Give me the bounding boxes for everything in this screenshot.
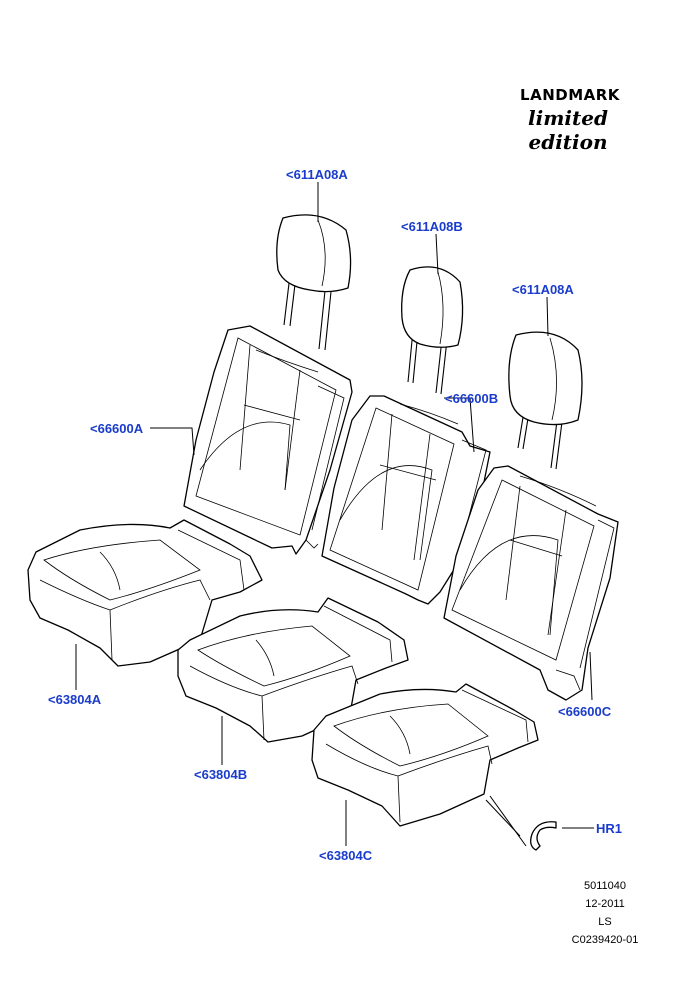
meta-code: LS <box>598 916 612 928</box>
backrest-right <box>443 465 619 701</box>
headrest-left <box>276 214 352 351</box>
hook-ring <box>530 821 557 851</box>
callout-cushion-left[interactable]: <63804A <box>48 692 102 707</box>
callout-headrest-right[interactable]: <611A08A <box>512 282 574 297</box>
callout-backrest-center[interactable]: <66600B <box>445 391 498 406</box>
cushion-left <box>27 519 263 667</box>
brand-subtitle: limited edition <box>528 106 608 154</box>
cushion-right <box>311 683 539 827</box>
brand-title: LANDMARK <box>520 86 620 104</box>
callout-headrest-center[interactable]: <611A08B <box>401 219 463 234</box>
leader-lines <box>75 182 594 847</box>
backrest-center <box>321 395 491 605</box>
callout-backrest-left[interactable]: <66600A <box>90 421 144 436</box>
callout-hook-ring[interactable]: HR1 <box>596 821 622 836</box>
meta-number: 5011040 <box>583 880 626 892</box>
meta-date: 12-2011 <box>585 898 625 910</box>
headrest-right <box>508 331 583 470</box>
callout-cushion-center[interactable]: <63804B <box>194 767 247 782</box>
callout-cushion-right[interactable]: <63804C <box>319 848 373 863</box>
meta-ref: C0239420-01 <box>571 934 639 946</box>
callout-backrest-right[interactable]: <66600C <box>558 704 612 719</box>
backrest-left <box>183 325 353 555</box>
callout-headrest-left[interactable]: <611A08A <box>286 167 348 182</box>
headrest-center <box>401 266 464 395</box>
